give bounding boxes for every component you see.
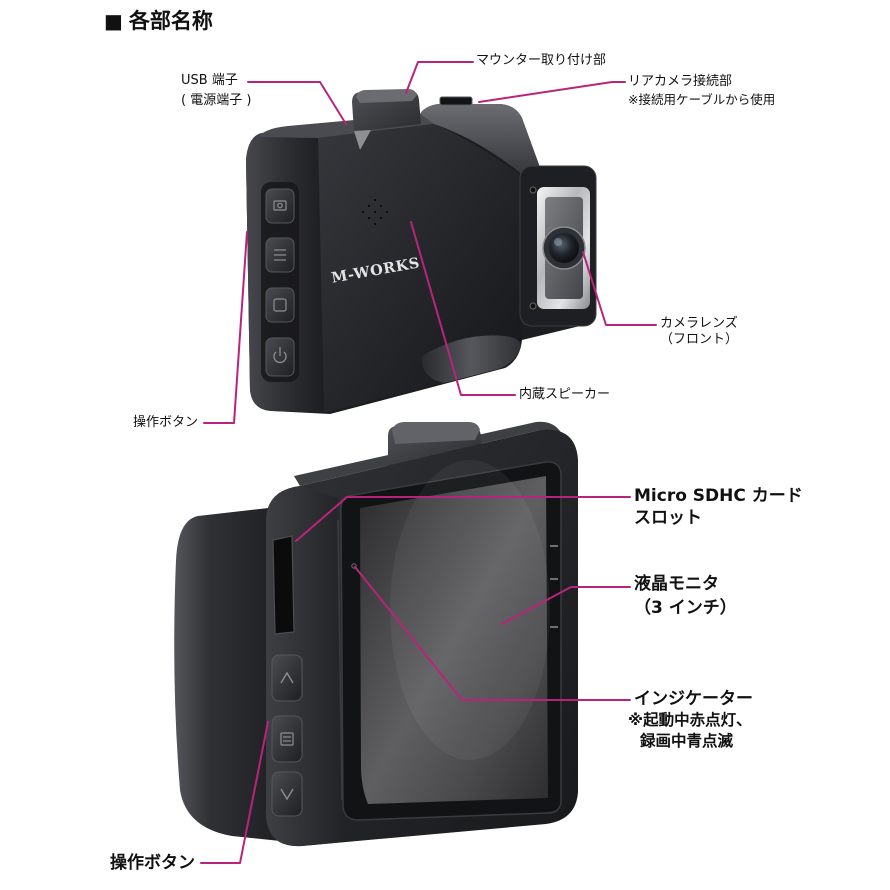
speaker-hole: [361, 210, 365, 214]
lcd-screen-glare: [390, 460, 550, 760]
sd-card-slot: [272, 535, 295, 635]
label-usb-port: USB 端子 ( 電源端子 ): [181, 71, 251, 111]
bottom-camera: [174, 421, 578, 847]
callout-line-indicator: [354, 566, 631, 701]
callout-lines: [200, 61, 657, 864]
side-button-body: [265, 337, 295, 377]
camera-mode-icon: [273, 200, 287, 211]
label-bottom-buttons: 操作ボタン: [110, 853, 195, 873]
label-sd-slot-line1: Micro SDHC カード: [634, 486, 803, 506]
button-panel: [261, 182, 299, 382]
down-arrow-icon: [280, 788, 294, 801]
section-title: ■ 各部名称: [104, 7, 213, 35]
rear-button: [271, 771, 303, 817]
label-top-buttons: 操作ボタン: [133, 415, 199, 430]
label-speaker: 内蔵スピーカー: [519, 387, 611, 402]
speaker-hole: [373, 198, 377, 202]
label-usb-port-note: ( 電源端子 ): [181, 93, 252, 108]
label-indicator-note-2: 録画中青点滅: [640, 732, 734, 750]
rear-button-body: [271, 715, 303, 763]
top-camera: M-WORKS: [246, 89, 597, 414]
frame-marker: [550, 626, 558, 628]
frame-marker: [550, 545, 558, 547]
label-lcd-monitor-size: （3 インチ）: [634, 598, 737, 618]
label-camera-lens-name: カメラレンズ: [660, 316, 738, 331]
rear-button: [271, 654, 303, 702]
camera-lens: [549, 233, 579, 263]
speaker-hole: [367, 204, 371, 208]
label-rear-camera-port: リアカメラ接続部 ※接続用ケーブルから使用: [628, 73, 775, 109]
callout-line-sd-slot: [295, 496, 631, 542]
bottom-camera-mount-top: [392, 422, 480, 444]
lens-highlight: [554, 238, 562, 246]
usb-port: [354, 130, 371, 150]
callout-line-usb: [247, 81, 347, 125]
label-sd-slot-line2: スロット: [634, 508, 702, 528]
rear-camera-port: [439, 96, 473, 106]
callout-line-top-buttons: [203, 231, 248, 424]
label-indicator-note-1: ※起動中赤点灯、: [628, 711, 752, 729]
rear-button: [271, 715, 303, 763]
up-arrow-icon: [280, 671, 294, 684]
record-icon: [273, 298, 287, 312]
rear-button-body: [271, 771, 303, 817]
frame-edge-line: [337, 519, 343, 801]
side-button: [265, 287, 295, 323]
menu-icon: [280, 732, 294, 746]
label-rear-camera-port-note: ※接続用ケーブルから使用: [628, 92, 776, 107]
speaker-grille: [361, 198, 389, 226]
speaker-hole: [379, 216, 383, 220]
speaker-hole: [367, 216, 371, 220]
side-button-body: [265, 188, 295, 224]
speaker-hole: [373, 222, 377, 226]
title-text: 各部名称: [128, 9, 213, 33]
menu-icon: [274, 249, 286, 261]
speaker-hole: [385, 210, 389, 214]
label-mount: マウンター取り付け部: [476, 53, 607, 68]
callout-line-speaker: [410, 221, 516, 396]
callout-line-rear-camera: [478, 81, 626, 103]
label-indicator: インジケーター: [634, 689, 753, 709]
label-camera-lens-note: （フロント）: [660, 332, 739, 347]
lens-screw: [529, 302, 537, 310]
callout-line-monitor: [501, 586, 631, 625]
speaker-hole: [379, 204, 383, 208]
callout-line-bottom-buttons: [200, 721, 269, 864]
power-icon: [273, 347, 287, 364]
callout-line-lens: [582, 251, 657, 326]
speaker-hole: [373, 210, 377, 214]
callout-line-mount: [405, 61, 474, 94]
top-camera-hood: [420, 104, 541, 176]
label-usb-port-name: USB 端子: [181, 73, 238, 88]
side-button: [265, 188, 295, 224]
side-button-body: [265, 287, 295, 323]
label-lcd-monitor-name: 液晶モニタ: [634, 574, 719, 594]
label-camera-lens: カメラレンズ （フロント）: [660, 316, 738, 348]
label-sd-slot: Micro SDHC カード スロット: [634, 485, 803, 529]
lcd-screen: [360, 476, 548, 804]
rear-button-body: [271, 654, 303, 702]
side-button: [265, 237, 295, 273]
side-button: [265, 337, 295, 377]
label-rear-camera-port-name: リアカメラ接続部: [628, 74, 733, 89]
label-lcd-monitor: 液晶モニタ （3 インチ）: [634, 572, 737, 620]
lens-screw: [529, 186, 537, 194]
top-camera-mount-top: [356, 89, 417, 103]
title-marker: ■: [104, 9, 123, 33]
frame-marker: [550, 578, 558, 580]
